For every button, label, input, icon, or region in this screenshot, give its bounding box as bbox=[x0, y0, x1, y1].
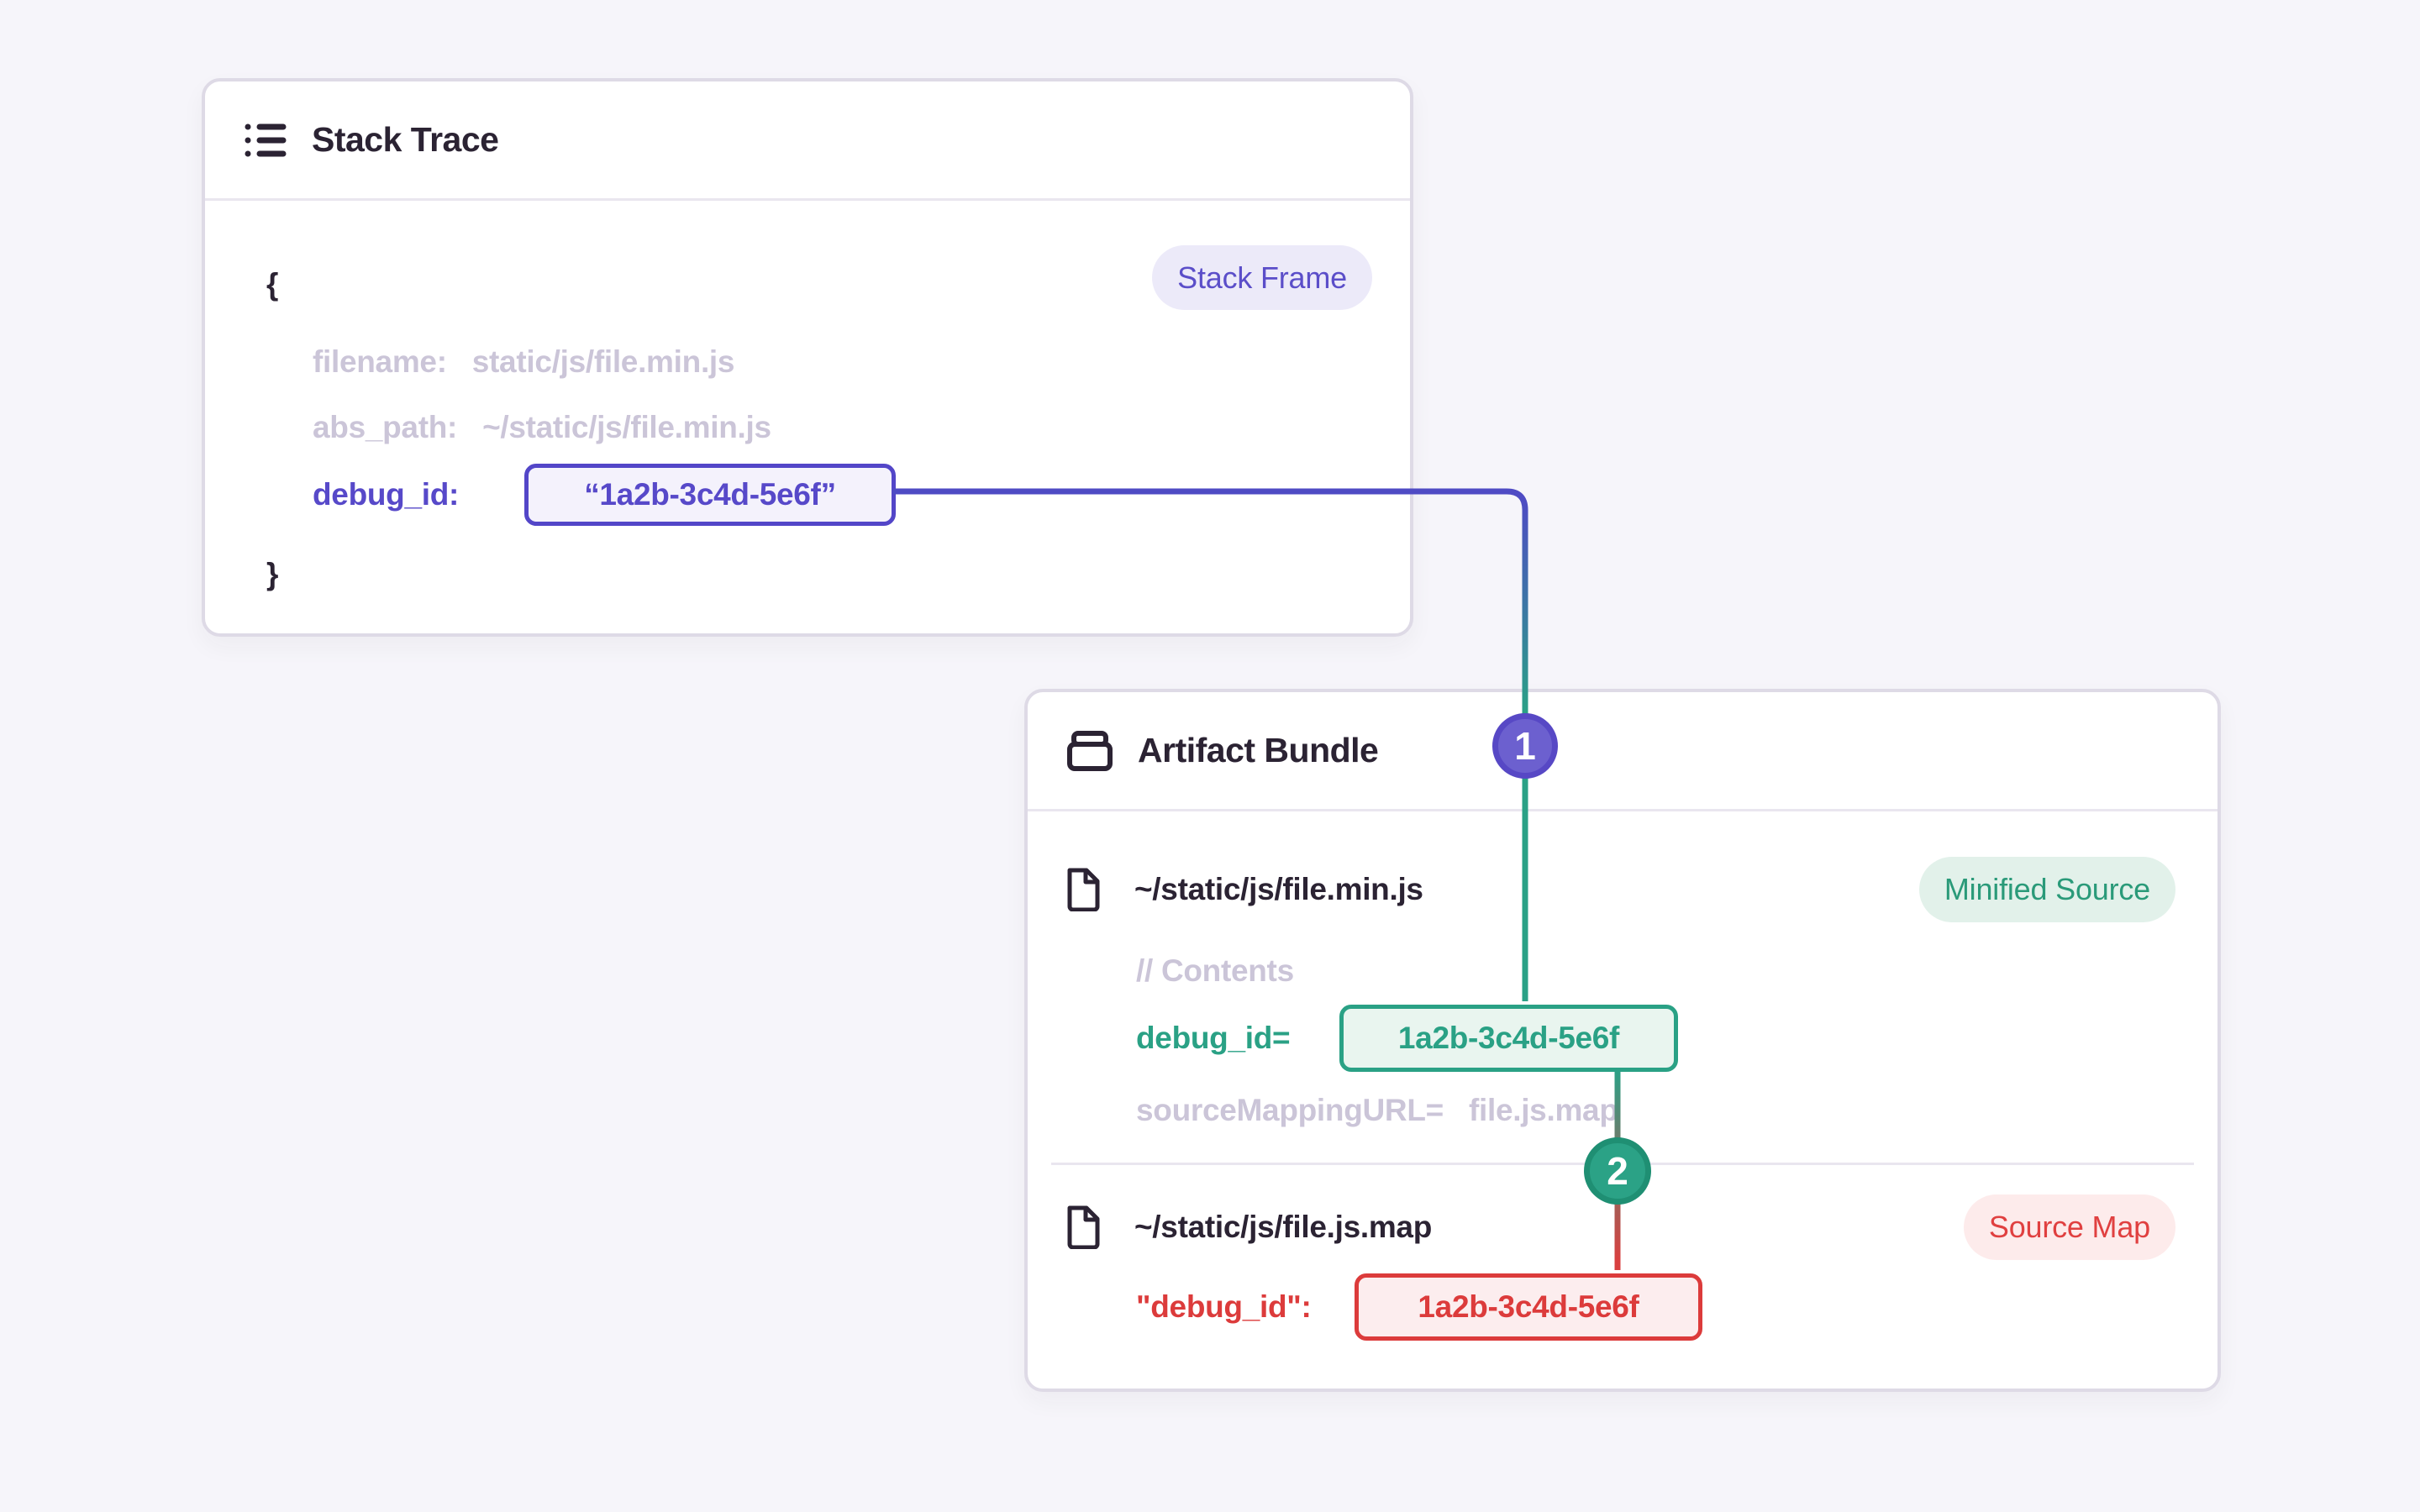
source-mapping-key: sourceMappingURL= bbox=[1136, 1093, 1444, 1127]
minified-file-row: ~/static/js/file.min.js bbox=[1064, 868, 1423, 911]
source-mapping-value: file.js.map bbox=[1468, 1093, 1618, 1127]
stack-trace-title: Stack Trace bbox=[312, 120, 499, 159]
bundle-debug-id-key: debug_id= bbox=[1136, 1021, 1291, 1055]
abs-path-value: ~/static/js/file.min.js bbox=[482, 410, 771, 444]
filename-value: static/js/file.min.js bbox=[471, 344, 735, 379]
artifact-bundle-title: Artifact Bundle bbox=[1138, 731, 1379, 769]
stack-frame-badge-label: Stack Frame bbox=[1177, 260, 1347, 295]
filename-line: filename: static/js/file.min.js bbox=[313, 344, 734, 380]
source-map-file-path: ~/static/js/file.js.map bbox=[1134, 1210, 1433, 1244]
minified-source-badge: Minified Source bbox=[1918, 857, 2175, 922]
bundle-debug-id-box: 1a2b-3c4d-5e6f bbox=[1339, 1005, 1678, 1072]
source-map-badge-label: Source Map bbox=[1988, 1210, 2150, 1244]
list-icon bbox=[245, 123, 287, 156]
archive-box-icon bbox=[1067, 730, 1113, 771]
source-map-badge: Source Map bbox=[1963, 1194, 2175, 1260]
map-debug-id-key: "debug_id": bbox=[1136, 1289, 1312, 1324]
bundle-debug-id-value: 1a2b-3c4d-5e6f bbox=[1397, 1021, 1620, 1055]
step-1-label: 1 bbox=[1514, 724, 1536, 768]
abs-path-key: abs_path: bbox=[313, 410, 458, 444]
debug-id-key: debug_id: bbox=[313, 477, 460, 512]
stack-trace-debug-id-box: “1a2b-3c4d-5e6f” bbox=[524, 464, 896, 526]
filename-key: filename: bbox=[313, 344, 447, 379]
source-map-file-row: ~/static/js/file.js.map bbox=[1064, 1205, 1432, 1249]
step-2-circle: 2 bbox=[1584, 1137, 1651, 1205]
minified-file-path: ~/static/js/file.min.js bbox=[1134, 872, 1423, 906]
artifact-bundle-card: Artifact Bundle ~/static/js/file.min.js … bbox=[1024, 689, 2221, 1392]
minified-source-badge-label: Minified Source bbox=[1944, 872, 2150, 906]
step-1-circle: 1 bbox=[1492, 713, 1558, 779]
artifact-bundle-header: Artifact Bundle bbox=[1028, 692, 2217, 811]
json-open-brace: { bbox=[266, 267, 279, 302]
source-mapping-line: sourceMappingURL= file.js.map bbox=[1136, 1093, 1618, 1128]
step-2-label: 2 bbox=[1607, 1149, 1628, 1193]
map-debug-id-line: "debug_id": bbox=[1136, 1289, 1312, 1325]
debug-id-line: debug_id: bbox=[313, 477, 459, 512]
file-icon bbox=[1067, 868, 1100, 911]
contents-comment: // Contents bbox=[1136, 953, 1294, 988]
file-icon bbox=[1067, 1205, 1100, 1249]
stack-trace-card: Stack Trace Stack Frame { filename: stat… bbox=[202, 78, 1413, 637]
stack-trace-debug-id-value: “1a2b-3c4d-5e6f” bbox=[584, 477, 836, 512]
abs-path-line: abs_path: ~/static/js/file.min.js bbox=[313, 410, 771, 445]
map-debug-id-box: 1a2b-3c4d-5e6f bbox=[1355, 1273, 1702, 1341]
bundle-debug-id-line: debug_id= bbox=[1136, 1021, 1291, 1056]
stack-frame-badge: Stack Frame bbox=[1152, 245, 1372, 310]
map-debug-id-value: 1a2b-3c4d-5e6f bbox=[1418, 1289, 1639, 1324]
stack-trace-header: Stack Trace bbox=[205, 81, 1410, 201]
json-close-brace: } bbox=[266, 557, 279, 591]
